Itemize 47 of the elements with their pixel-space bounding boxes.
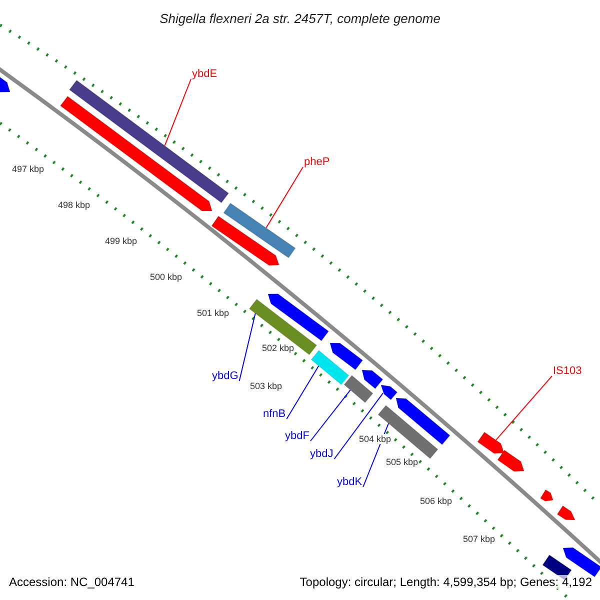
gene-feature	[211, 216, 280, 266]
position-label: 502 kbp	[262, 343, 294, 353]
gene-label: nfnB	[263, 408, 286, 421]
gene-bar	[344, 375, 374, 403]
position-label: 499 kbp	[105, 236, 138, 246]
leader-line	[334, 392, 384, 460]
gene-bar	[69, 80, 229, 204]
gene-label: IS103	[553, 365, 582, 378]
gene-feature	[556, 506, 576, 520]
gene-feature	[562, 547, 600, 578]
genome-info-text: Topology: circular; Length: 4,599,354 bp; Genes: 4,192	[300, 575, 592, 589]
leader-line	[164, 78, 192, 146]
gene-feature	[540, 489, 554, 502]
leader-line	[238, 312, 256, 382]
gene-label: ybdG	[212, 370, 238, 383]
gene-label: ybdF	[285, 430, 310, 443]
position-label: 507 kbp	[463, 534, 496, 544]
leader-line	[310, 389, 351, 442]
gene-feature	[330, 342, 363, 370]
gene-feature	[497, 450, 524, 472]
leader-line	[495, 376, 552, 441]
gene-feature	[380, 384, 398, 400]
gene-label: ybdK	[337, 476, 362, 489]
position-label: 505 kbp	[386, 457, 418, 467]
gene-bar	[249, 298, 317, 356]
position-label: 501 kbp	[197, 308, 230, 318]
gene-feature	[362, 370, 384, 389]
gene-feature	[477, 432, 504, 454]
position-label: 504 kbp	[359, 434, 392, 444]
gene-bar	[223, 202, 296, 258]
leader-line	[286, 365, 320, 420]
position-label: 498 kbp	[58, 200, 90, 210]
position-label: 503 kbp	[250, 381, 282, 391]
gene-label: ybdJ	[310, 448, 334, 461]
position-label: 500 kbp	[150, 272, 182, 282]
position-label: 497 kbp	[12, 164, 44, 174]
position-label: 506 kbp	[420, 496, 452, 506]
gene-label: ybdE	[192, 68, 218, 81]
gene-bar	[378, 405, 438, 459]
leader-line	[266, 166, 304, 228]
gene-bar	[310, 350, 350, 385]
gene-feature	[268, 294, 329, 342]
gene-feature	[60, 96, 212, 212]
gene-feature	[396, 398, 450, 445]
gene-label: pheP	[304, 156, 330, 169]
diagram-title: Shigella flexneri 2a str. 2457T, complete genome	[158, 10, 442, 28]
accession-text: Accession: NC_004741	[9, 575, 134, 589]
